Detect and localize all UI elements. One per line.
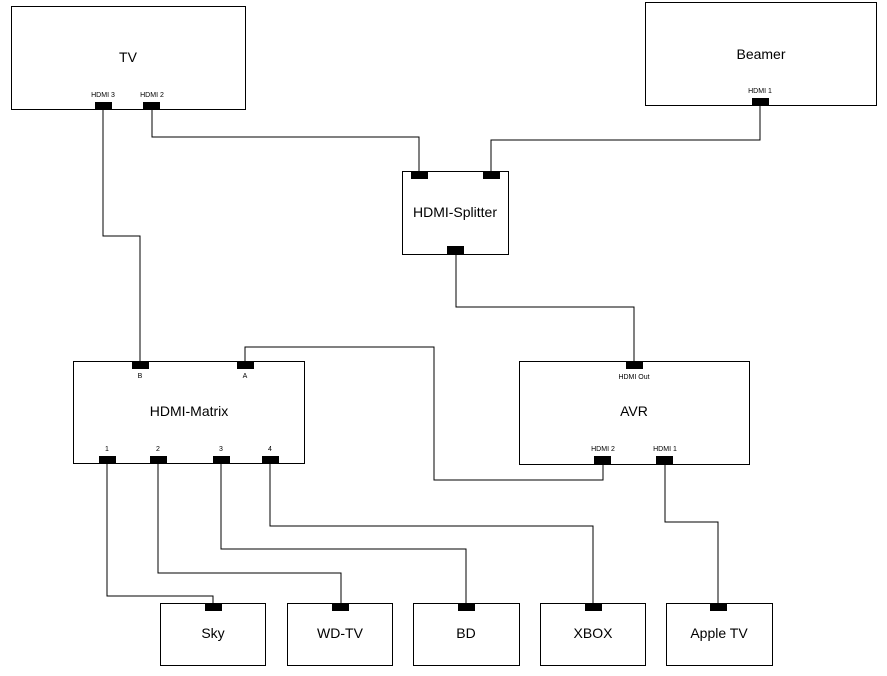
- tv-device: TV HDMI 3 HDMI 2: [11, 6, 246, 110]
- wire-matrix-4-to-xbox: [269, 462, 594, 604]
- sky-port: [205, 603, 222, 611]
- beamer-label: Beamer: [736, 46, 785, 62]
- wdtv-label: WD-TV: [317, 625, 364, 641]
- matrix-2-label: 2: [156, 446, 160, 453]
- tv-label: TV: [119, 49, 138, 65]
- splitter-box: [402, 171, 509, 255]
- matrix-a-port: [237, 361, 254, 369]
- avr-out-port: [626, 361, 643, 369]
- tv-hdmi3-label: HDMI 3: [91, 92, 115, 99]
- wire-avr-hdmi1-to-appletv: [664, 462, 719, 604]
- avr-device: AVR HDMI Out HDMI 2 HDMI 1: [519, 361, 750, 465]
- avr-label: AVR: [620, 403, 648, 419]
- sky-device: Sky: [160, 603, 266, 666]
- bd-label: BD: [456, 625, 475, 641]
- xbox-box: [540, 603, 646, 666]
- matrix-3-port: [213, 456, 230, 464]
- avr-out-label: HDMI Out: [618, 374, 649, 381]
- wire-splitter-out-to-avr-out: [455, 253, 635, 362]
- matrix-1-port: [99, 456, 116, 464]
- wdtv-port: [332, 603, 349, 611]
- beamer-hdmi1-port: [752, 98, 769, 106]
- splitter-in2-port: [483, 171, 500, 179]
- bd-device: BD: [413, 603, 520, 666]
- appletv-device: Apple TV: [666, 603, 773, 666]
- tv-hdmi2-port: [143, 102, 160, 110]
- xbox-port: [585, 603, 602, 611]
- wire-matrix-a-to-avr-hdmi2: [244, 346, 604, 481]
- bd-port: [458, 603, 475, 611]
- tv-hdmi2-label: HDMI 2: [140, 92, 164, 99]
- matrix-3-label: 3: [219, 446, 223, 453]
- beamer-hdmi1-label: HDMI 1: [748, 88, 772, 95]
- avr-box: [519, 361, 750, 465]
- avr-hdmi2-port: [594, 456, 611, 464]
- wire-matrix-1-to-sky: [106, 462, 214, 604]
- splitter-out-port: [447, 246, 464, 254]
- matrix-device: HDMI-Matrix B A 1 2 3 4: [73, 361, 305, 464]
- matrix-b-label: B: [138, 373, 143, 380]
- xbox-device: XBOX: [540, 603, 646, 666]
- wire-tv-hdmi2-to-splitter-in1: [151, 108, 420, 172]
- matrix-4-port: [262, 456, 279, 464]
- appletv-port: [710, 603, 727, 611]
- appletv-label: Apple TV: [690, 625, 748, 641]
- wdtv-box: [287, 603, 393, 666]
- matrix-label: HDMI-Matrix: [150, 403, 229, 419]
- sky-label: Sky: [201, 625, 224, 641]
- wire-beamer-hdmi1-to-splitter-in2: [490, 104, 761, 172]
- matrix-2-port: [150, 456, 167, 464]
- splitter-label: HDMI-Splitter: [413, 204, 497, 220]
- tv-hdmi3-port: [95, 102, 112, 110]
- wdtv-device: WD-TV: [287, 603, 393, 666]
- sky-box: [160, 603, 266, 666]
- beamer-device: Beamer HDMI 1: [645, 2, 877, 106]
- avr-hdmi2-label: HDMI 2: [591, 446, 615, 453]
- matrix-a-label: A: [243, 373, 248, 380]
- matrix-1-label: 1: [105, 446, 109, 453]
- splitter-device: HDMI-Splitter: [402, 171, 509, 255]
- matrix-box: [73, 361, 305, 464]
- splitter-in1-port: [411, 171, 428, 179]
- wire-matrix-3-to-bd: [220, 462, 467, 604]
- avr-hdmi1-label: HDMI 1: [653, 446, 677, 453]
- wire-tv-hdmi3-to-matrix-b: [102, 108, 141, 362]
- xbox-label: XBOX: [574, 625, 614, 641]
- bd-box: [413, 603, 520, 666]
- matrix-b-port: [132, 361, 149, 369]
- connections: [102, 104, 761, 604]
- avr-hdmi1-port: [656, 456, 673, 464]
- matrix-4-label: 4: [268, 446, 272, 453]
- tv-box: [11, 6, 246, 110]
- appletv-box: [666, 603, 773, 666]
- beamer-box: [645, 2, 877, 106]
- wire-matrix-2-to-wdtv: [157, 462, 342, 604]
